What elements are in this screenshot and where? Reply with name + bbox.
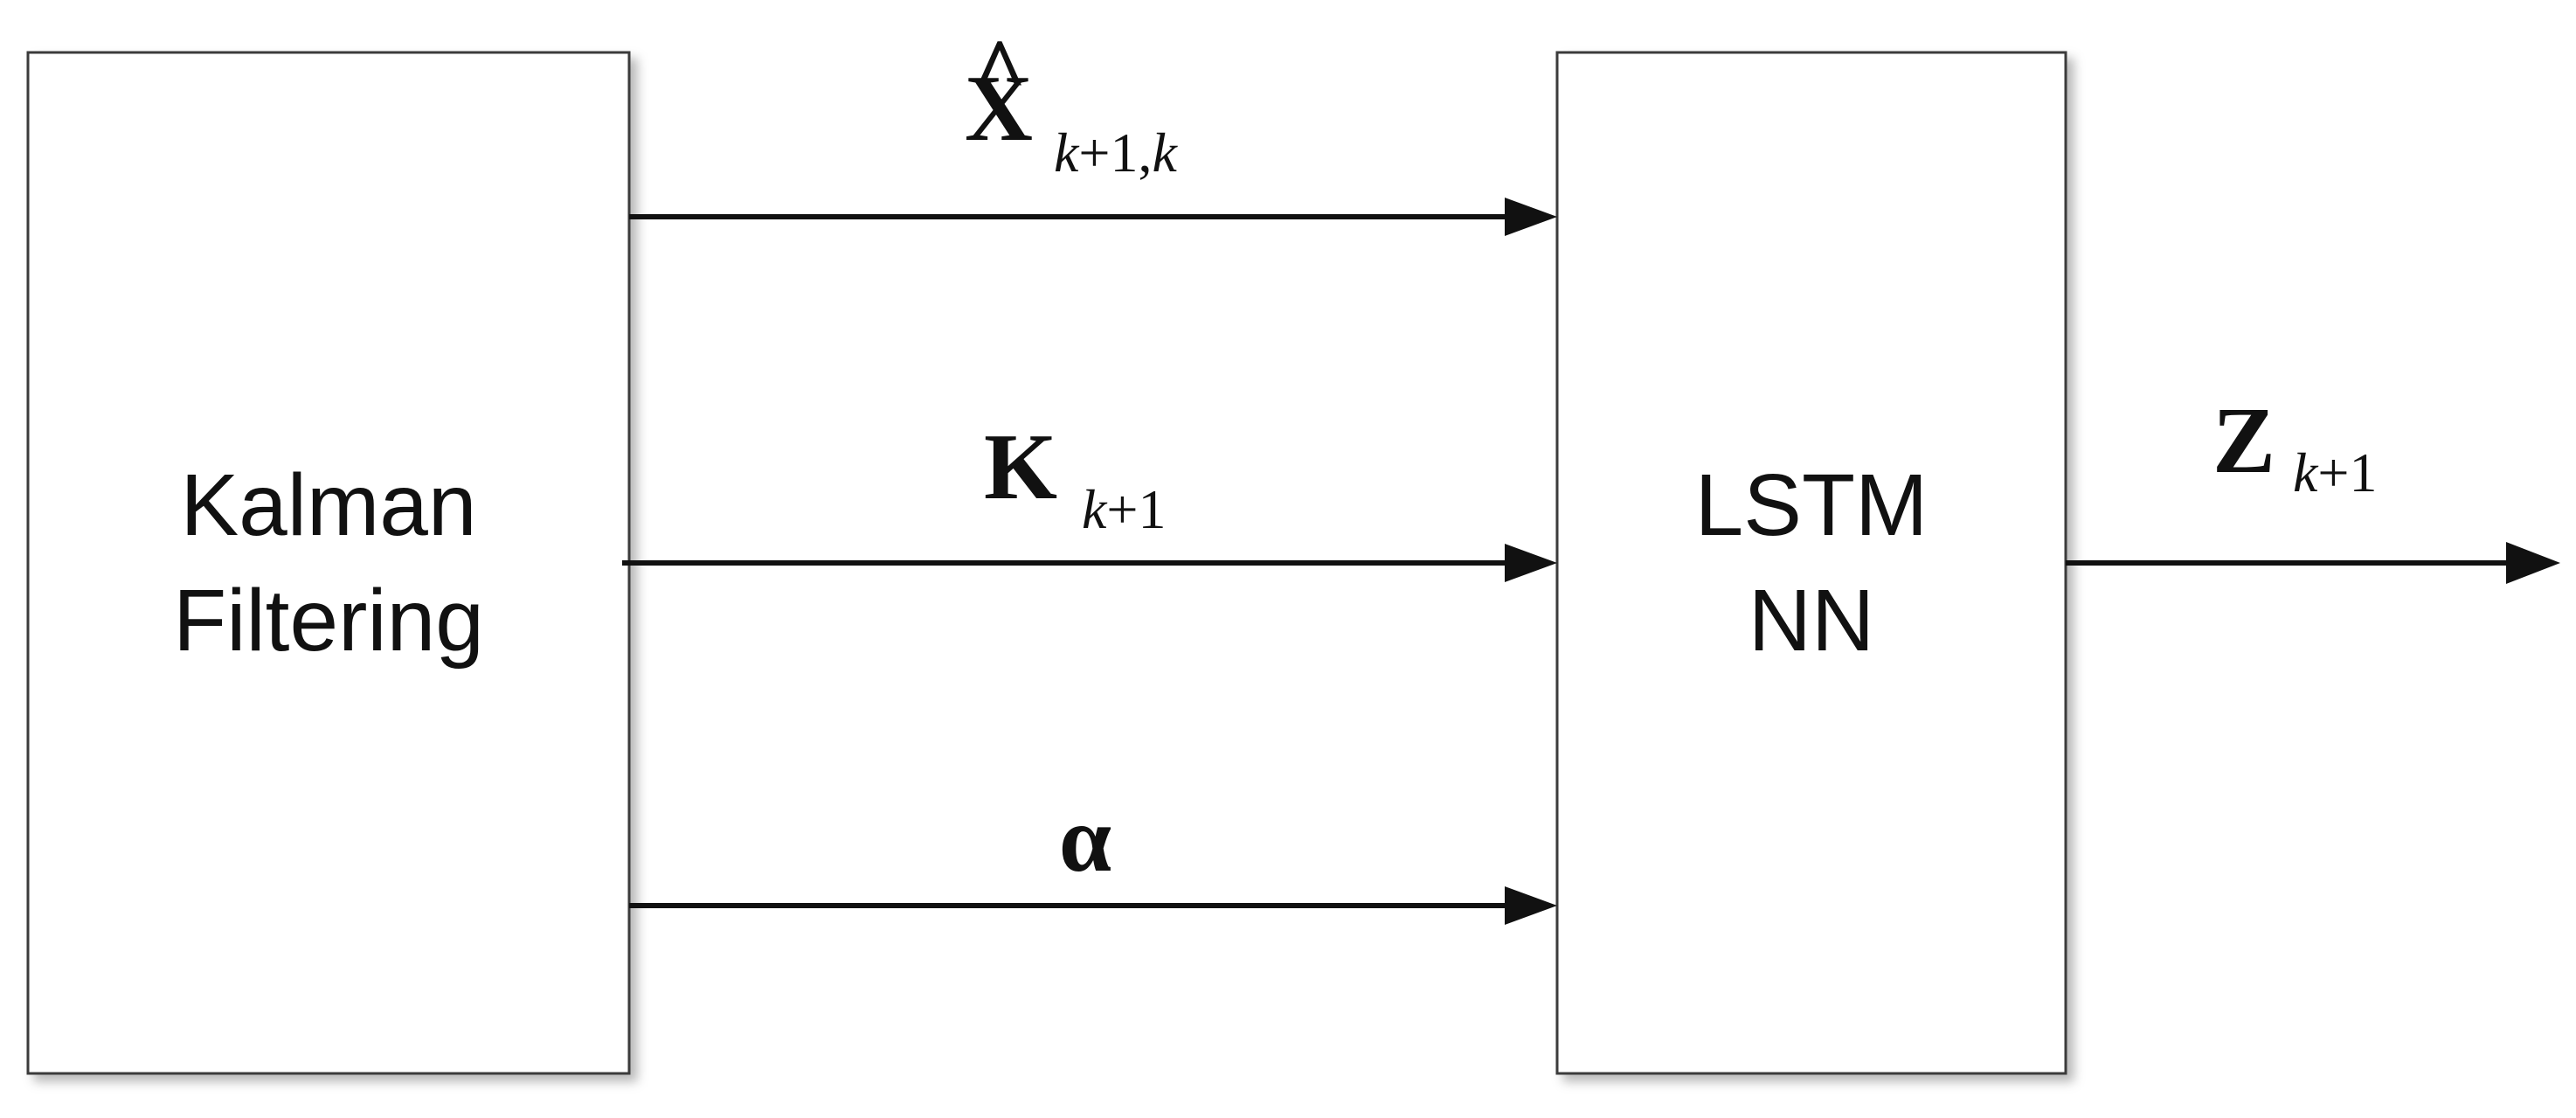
x-hat-symbol: X: [965, 57, 1033, 161]
output-sub-k: k: [2293, 441, 2319, 503]
output-sub-plus1: +1: [2317, 441, 2377, 503]
alpha-arrowhead: [1505, 886, 1557, 925]
x-hat-arrowhead: [1505, 198, 1557, 236]
output-symbol: Z: [2212, 389, 2275, 493]
output-subscript: k+1: [2293, 441, 2378, 503]
kalman-block-label-line2: Filtering: [173, 572, 484, 670]
gain-arrow: [622, 544, 1557, 582]
output-arrow: [2066, 542, 2560, 584]
x-hat-sub-k2: k: [1153, 122, 1179, 184]
alpha-label: α: [1059, 788, 1111, 892]
x-hat-accent: ^: [973, 20, 1028, 124]
x-hat-sub-k: k: [1054, 122, 1080, 184]
x-hat-label: ^ X k+1,k: [965, 20, 1179, 184]
gain-sub-plus1: +1: [1106, 478, 1166, 540]
lstm-nn-block: LSTM NN: [1555, 51, 2067, 1075]
alpha-arrow: [629, 886, 1557, 925]
x-hat-sub-plus1: +1,: [1078, 122, 1152, 184]
output-arrowhead: [2506, 542, 2560, 584]
lstm-block-label-line1: LSTM: [1695, 456, 1929, 554]
gain-arrowhead: [1505, 544, 1557, 582]
gain-symbol: K: [984, 415, 1057, 519]
kalman-block-label-line1: Kalman: [180, 456, 476, 554]
kalman-filtering-block: Kalman Filtering: [26, 51, 631, 1075]
x-hat-subscript: k+1,k: [1054, 122, 1179, 184]
gain-label: K k+1: [984, 415, 1167, 540]
output-label: Z k+1: [2212, 389, 2378, 503]
gain-sub-k: k: [1082, 478, 1108, 540]
gain-subscript: k+1: [1082, 478, 1167, 540]
x-hat-arrow: [629, 198, 1557, 236]
lstm-block-label-line2: NN: [1748, 572, 1874, 670]
